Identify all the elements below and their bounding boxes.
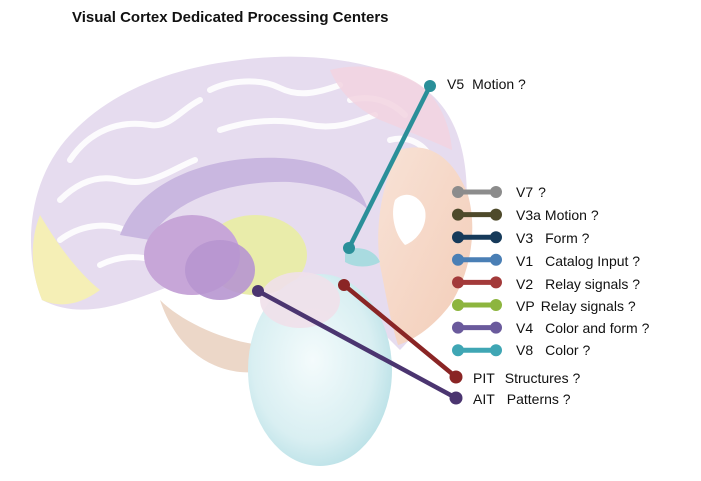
connector-dots [252, 80, 463, 405]
dot-ait-label [449, 391, 463, 405]
pons [260, 272, 340, 328]
legend-desc: Color ? [545, 342, 591, 358]
legend-desc: Catalog Input ? [545, 253, 641, 269]
legend-label-v4: V4 Color and form ? [516, 320, 649, 336]
legend-desc: ? [538, 184, 546, 200]
striatum [185, 240, 255, 300]
legend-marker-dot [452, 208, 464, 221]
legend-abbr: V3a [516, 207, 541, 223]
dot-pit-label [449, 370, 463, 384]
visual-cortex-patch [393, 194, 426, 245]
legend-marker-v4 [452, 321, 502, 334]
legend-marker-v1 [452, 253, 502, 266]
legend-desc: Relay signals ? [540, 298, 636, 314]
diagram-title: Visual Cortex Dedicated Processing Cente… [72, 9, 389, 26]
dot-pit-brain [338, 279, 350, 291]
callout-v5-label: V5 Motion ? [447, 76, 526, 92]
callout-desc: Motion ? [472, 76, 526, 92]
legend-desc: Relay signals ? [545, 276, 641, 292]
parietal-region [330, 66, 452, 150]
legend-desc: Form ? [545, 230, 590, 246]
legend-marker-dot [490, 276, 502, 289]
legend-abbr: V3 [516, 230, 534, 246]
legend-marker-dot [490, 321, 502, 334]
callout-pit-label: PIT Structures ? [473, 370, 580, 386]
legend-marker-dot [452, 299, 464, 311]
legend-marker-dot [452, 253, 464, 266]
legend-desc: Color and form ? [545, 320, 650, 336]
callout-abbr: PIT [473, 370, 495, 386]
legend-marker-dot [452, 231, 464, 244]
callout-desc: Patterns ? [506, 391, 571, 407]
legend-marker-dot [490, 186, 502, 198]
legend-label-vp: VP Relay signals ? [516, 298, 636, 314]
dot-v5-label [424, 80, 436, 92]
callout-abbr: AIT [473, 391, 495, 407]
cerebral-hemisphere [30, 56, 467, 351]
legend-marker-dot [452, 321, 464, 334]
legend-label-v1: V1 Catalog Input ? [516, 253, 640, 269]
legend-marker-dot [490, 253, 502, 266]
callout-abbr: V5 [447, 76, 465, 92]
connector-v5 [346, 83, 433, 251]
legend-marker-v7 [452, 186, 502, 198]
legend-marker-dot [490, 299, 502, 311]
callout-ait-label: AIT Patterns ? [473, 391, 571, 407]
legend-marker-vp [452, 299, 502, 311]
legend-label-v3: V3 Form ? [516, 230, 589, 246]
legend-abbr: V7 [516, 184, 534, 200]
legend-marker-v8 [452, 344, 502, 357]
visual-cortex-patch-2 [345, 248, 380, 267]
corpus-callosum [120, 157, 368, 240]
callout-desc: Structures ? [504, 370, 581, 386]
legend-marker-dot [490, 231, 502, 244]
legend-label-v7: V7? [516, 184, 546, 200]
occipital-region [378, 147, 473, 345]
legend-abbr: VP [516, 298, 535, 314]
dot-ait-brain [252, 285, 264, 297]
legend-label-v8: V8 Color ? [516, 342, 590, 358]
connector-lines [255, 83, 459, 401]
frontal-region [32, 215, 100, 305]
legend-abbr: V8 [516, 342, 534, 358]
legend-abbr: V2 [516, 276, 534, 292]
legend-marker-dot [452, 344, 464, 357]
legend-abbr: V1 [516, 253, 534, 269]
legend-marker-v3 [452, 231, 502, 244]
legend-marker-v2 [452, 276, 502, 289]
legend-marker-dot [452, 276, 464, 289]
legend-abbr: V4 [516, 320, 534, 336]
connector-ait [255, 288, 459, 401]
legend-marker-dot [452, 186, 464, 198]
connector-pit [341, 282, 459, 380]
legend-marker-dot [490, 344, 502, 357]
legend-markers [452, 186, 502, 357]
legend-desc: Motion ? [544, 207, 599, 223]
legend-marker-v3a [452, 208, 502, 221]
legend-marker-dot [490, 208, 502, 221]
legend-label-v2: V2 Relay signals ? [516, 276, 640, 292]
dot-v5-brain [343, 242, 355, 254]
